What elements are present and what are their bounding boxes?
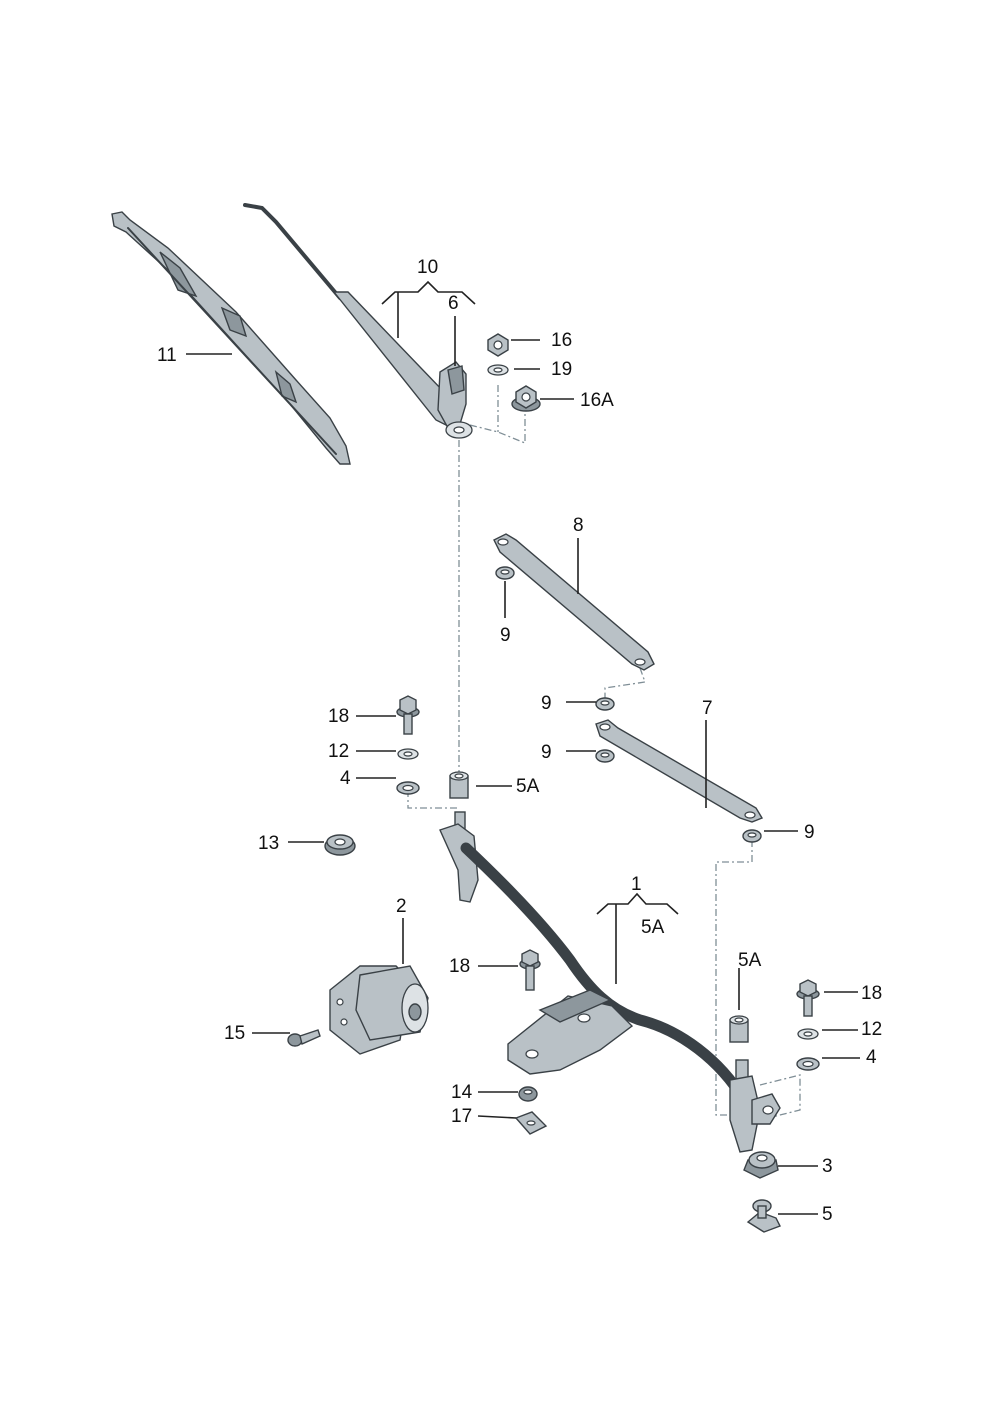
callout-9-right: 9 — [804, 822, 815, 843]
washer-12-left — [397, 748, 419, 760]
pivot-cap-3 — [743, 1151, 779, 1179]
bushing-5a-right — [729, 1015, 749, 1043]
linkage-rod-8 — [493, 533, 655, 671]
callout-9-mid: 9 — [541, 693, 552, 714]
callout-7: 7 — [702, 698, 713, 719]
callout-5: 5 — [822, 1204, 833, 1225]
bolt-18-left — [396, 695, 420, 735]
grommet-14 — [518, 1086, 538, 1102]
callout-10: 10 — [417, 257, 438, 278]
linkage-rod-7 — [595, 719, 764, 823]
callout-13: 13 — [258, 833, 279, 854]
wiper-frame — [439, 811, 781, 1153]
callout-9-lower: 9 — [541, 742, 552, 763]
callout-5a-right: 5A — [738, 950, 762, 971]
bolt-18-right — [796, 979, 820, 1017]
bush-9-c — [595, 749, 615, 763]
callout-5a-frame: 5A — [641, 917, 665, 938]
screw-15 — [287, 1029, 321, 1047]
bush-9-a — [495, 566, 515, 580]
pivot-pin-5 — [746, 1199, 781, 1233]
callout-16: 16 — [551, 330, 572, 351]
callout-labels: 11 10 6 16 19 16A 8 9 9 9 7 9 18 12 4 5A… — [157, 257, 882, 1225]
callout-5a-left: 5A — [516, 776, 540, 797]
bush-9-b — [595, 697, 615, 711]
wiper-motor — [329, 965, 429, 1055]
bushing-5a-left — [449, 771, 469, 799]
centerlines — [407, 385, 801, 1119]
callout-1: 1 — [631, 874, 642, 895]
washer-12-right — [797, 1028, 819, 1040]
callout-18-left: 18 — [328, 706, 349, 727]
wiper-arm — [243, 203, 473, 439]
flange-nut-16a — [511, 385, 541, 412]
bush-9-d — [742, 829, 762, 843]
callout-4-right: 4 — [866, 1047, 877, 1068]
callout-16a: 16A — [580, 390, 614, 411]
clip-nut-17 — [514, 1111, 548, 1135]
callout-18-right: 18 — [861, 983, 882, 1004]
callout-18-center: 18 — [449, 956, 470, 977]
wiper-blade — [111, 211, 351, 465]
callout-2: 2 — [396, 896, 407, 917]
callout-19: 19 — [551, 359, 572, 380]
callout-12-right: 12 — [861, 1019, 882, 1040]
grommet-13 — [324, 834, 356, 856]
callout-9-upper: 9 — [500, 625, 511, 646]
callout-11: 11 — [157, 345, 177, 366]
callout-15: 15 — [224, 1023, 245, 1044]
callout-4-left: 4 — [340, 768, 351, 789]
leader-lines — [186, 280, 860, 1215]
washer-4-left — [396, 781, 420, 795]
washer-19 — [487, 364, 509, 376]
callout-14: 14 — [451, 1082, 473, 1103]
callout-17: 17 — [451, 1106, 472, 1127]
callout-6: 6 — [448, 293, 459, 314]
callout-12-left: 12 — [328, 741, 349, 762]
hex-nut-16 — [487, 333, 509, 357]
bolt-18-center — [519, 949, 541, 991]
callout-3: 3 — [822, 1156, 833, 1177]
washer-4-right — [796, 1057, 820, 1071]
callout-8: 8 — [573, 515, 584, 536]
